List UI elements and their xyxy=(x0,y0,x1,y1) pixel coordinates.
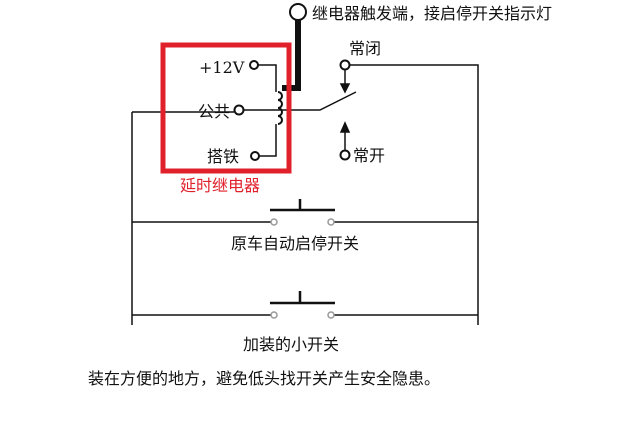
switch-original-contact-right xyxy=(327,218,335,226)
relay-box xyxy=(160,42,292,174)
no-terminal xyxy=(339,149,351,161)
switch-original-label: 原车自动启停开关 xyxy=(231,234,359,253)
pin-ground-wire xyxy=(259,124,277,157)
pin-ground-label: 搭铁 xyxy=(207,147,239,166)
pin-ground-terminal xyxy=(250,151,260,161)
switch-added-contact-right xyxy=(327,311,335,319)
nc-arrowhead xyxy=(339,83,351,94)
relay-coil xyxy=(277,91,283,125)
switch-added-label: 加装的小开关 xyxy=(243,335,339,354)
note-text: 装在方便的地方，避免低头找开关产生安全隐患。 xyxy=(88,369,440,388)
trigger-terminal xyxy=(289,3,307,21)
no-label: 常开 xyxy=(353,146,385,165)
nc-label: 常闭 xyxy=(349,39,381,58)
nc-terminal xyxy=(339,59,351,71)
switch-original-contact-left xyxy=(270,218,278,226)
relay-title: 延时继电器 xyxy=(180,176,260,195)
switch-added-button xyxy=(270,291,335,305)
no-arrowhead xyxy=(339,121,351,133)
trigger-label: 继电器触发端，接启停开关指示灯 xyxy=(312,4,552,23)
relay-switch-blade xyxy=(244,91,357,111)
switch-added-contact-left xyxy=(270,311,278,319)
switch-original-button xyxy=(270,199,335,212)
pin-12v-label: +12V xyxy=(199,58,245,77)
pin-common-label: 公共 xyxy=(198,102,230,121)
pin-12v-wire xyxy=(258,64,277,92)
pin-common-terminal xyxy=(233,104,245,116)
right-rail xyxy=(350,64,479,325)
pin-12v-terminal xyxy=(249,60,259,70)
